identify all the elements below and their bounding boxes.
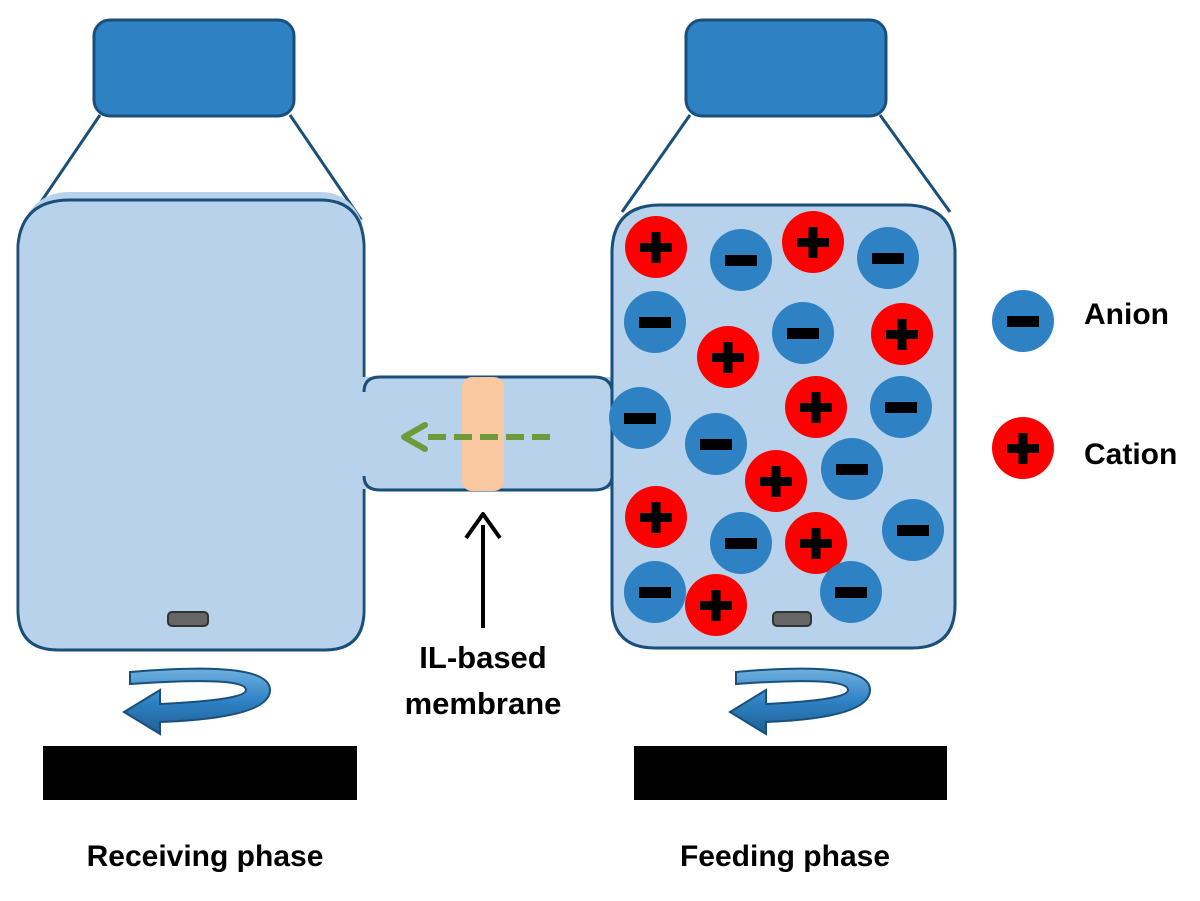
cation (625, 216, 687, 278)
legend-cation-icon (992, 417, 1054, 479)
cation (697, 326, 759, 388)
cation (871, 303, 933, 365)
anion (870, 376, 932, 438)
membrane-label-line1: IL-based (419, 640, 546, 675)
legend-anion-icon (992, 290, 1054, 352)
cation (685, 574, 747, 636)
flow-arrow-head (401, 422, 428, 452)
anion (609, 387, 671, 449)
anion (624, 561, 686, 623)
anion (882, 499, 944, 561)
anion (624, 291, 686, 353)
feeding-bottle-body (610, 203, 957, 650)
receiving-phase-label: Receiving phase (87, 840, 324, 873)
membrane-pointer-arrowhead (464, 512, 502, 540)
cation (745, 450, 807, 512)
anion (710, 512, 772, 574)
ion-group (609, 211, 944, 636)
legend-cation-label: Cation (1084, 438, 1177, 471)
anion (710, 229, 772, 291)
feeding-bottle-neck (620, 114, 952, 213)
cation (782, 211, 844, 273)
anion (857, 227, 919, 289)
anion (685, 413, 747, 475)
receiving-stir-plate (43, 746, 357, 800)
receiving-stirrer (43, 667, 357, 800)
feeding-stir-bar (772, 611, 812, 627)
receiving-bottle-cap (92, 18, 296, 118)
feeding-stirrer (634, 667, 947, 800)
rotation-arrow-icon (728, 667, 872, 736)
legend-anion-label: Anion (1084, 298, 1169, 331)
feeding-phase-label: Feeding phase (680, 840, 890, 873)
cation (785, 376, 847, 438)
receiving-stir-bar (167, 611, 209, 627)
rotation-arrow-icon (122, 667, 272, 736)
legend: Anion Cation (992, 290, 1177, 479)
membrane-label-line2: membrane (405, 686, 562, 721)
connecting-tube (355, 375, 620, 492)
receiving-bottle (16, 18, 366, 652)
membrane-pointer: IL-based membrane (405, 512, 562, 721)
feeding-stir-plate (634, 746, 947, 800)
receiving-bottle-body (16, 198, 366, 652)
feeding-bottle (610, 18, 957, 650)
anion (772, 302, 834, 364)
cation (785, 512, 847, 574)
feeding-bottle-cap (684, 18, 888, 118)
receiving-bottle-liquid (20, 192, 362, 650)
anion (820, 561, 882, 623)
cation (625, 486, 687, 548)
anion (821, 438, 883, 500)
